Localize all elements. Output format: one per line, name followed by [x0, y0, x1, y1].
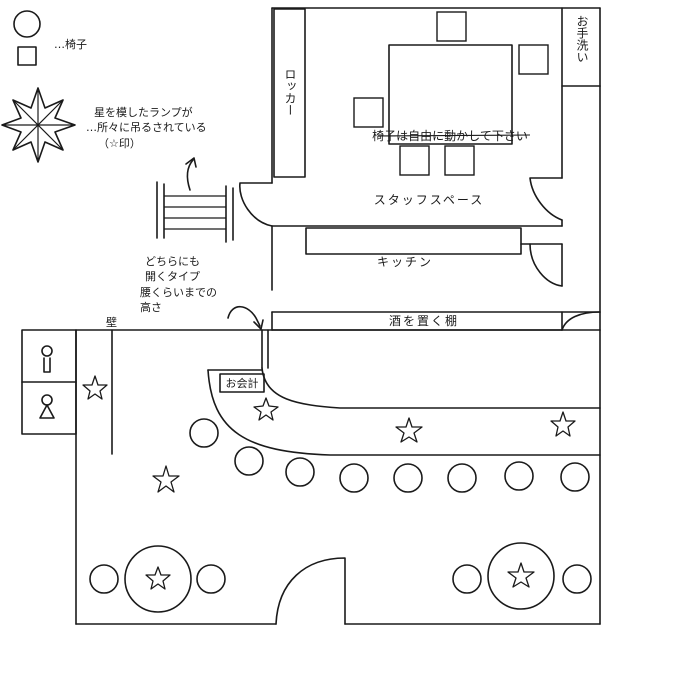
star-lamp-icon [550, 411, 576, 437]
kitchen-back-door [561, 311, 601, 331]
register [219, 373, 265, 393]
star-lamp-icon [145, 566, 171, 590]
wall-label: 壁 [106, 315, 117, 329]
kitchen-door [529, 243, 563, 287]
legend-lamp-line2: …所々に吊るされている [86, 121, 207, 134]
staff-chair-right [518, 44, 549, 75]
star-lamp-icon [395, 417, 423, 443]
star-lamp-icon [82, 375, 108, 400]
table-left [124, 545, 192, 613]
locker-label: ロッカー [283, 68, 297, 116]
staff-chair-bottom-right [444, 145, 475, 176]
door-note-line2: 開くタイプ [145, 270, 200, 283]
legend: …椅子 星を模したランプが …所々に吊るされている （☆印） [1, 10, 207, 163]
staff-chair-bottom-left [399, 145, 430, 176]
kitchen-counter [305, 227, 522, 255]
entrance-door [275, 557, 346, 625]
locker [273, 8, 306, 178]
legend-lamp-line1: 星を模したランプが [94, 105, 193, 119]
square-chair-icon [17, 46, 37, 66]
staff-chair-left [353, 97, 384, 128]
table-left-chair [89, 564, 119, 594]
table-right-chair [562, 564, 592, 594]
star-lamp-icon [507, 562, 535, 588]
swing-door-illustration: どちらにも 開くタイプ 腰くらいまでの 高さ [140, 157, 264, 330]
counter-stool [285, 457, 315, 487]
staff-door [239, 182, 273, 227]
counter-stool [339, 463, 369, 493]
female-restroom-icon [39, 394, 55, 419]
male-restroom-icon [41, 345, 53, 373]
main-hall: 壁 お会計 [21, 315, 601, 625]
counter-stool [189, 418, 219, 448]
star-lamp-icon [253, 397, 279, 421]
legend-lamp-line3: （☆印） [98, 137, 141, 150]
star-lamps [82, 375, 576, 590]
door-note-line1: どちらにも [145, 255, 200, 268]
staff-table [388, 44, 513, 145]
bar-counter [207, 367, 601, 456]
staff-space-label: スタッフスペース [374, 193, 485, 207]
counter-stool [560, 462, 590, 492]
counter-stool [234, 446, 264, 476]
star-lamp-icon [152, 465, 180, 493]
liquor-shelf-label: 酒を置く棚 [389, 313, 459, 328]
table-right-chair [452, 564, 482, 594]
washroom-label: お手洗い [575, 15, 589, 63]
counter-stool [447, 463, 477, 493]
door-note-line3: 腰くらいまでの [140, 286, 217, 299]
register-label: お会計 [226, 376, 259, 390]
eight-pointed-star-lamp-icon [1, 87, 76, 163]
circle-chair-icon [13, 10, 41, 38]
staff-washroom-door [529, 177, 563, 221]
staff-kitchen-block: ロッカー お手洗い 椅子は自由に動かして下さい スタッフスペース キッチン 酒を… [239, 7, 601, 331]
table-right [487, 542, 555, 610]
staff-chair-top [436, 11, 467, 42]
kitchen-label: キッチン [377, 255, 433, 269]
table-left-chair [196, 564, 226, 594]
counter-stool [504, 461, 534, 491]
counter-stool [393, 463, 423, 493]
legend-chair-label: …椅子 [54, 37, 87, 51]
door-note-line4: 高さ [140, 300, 162, 314]
